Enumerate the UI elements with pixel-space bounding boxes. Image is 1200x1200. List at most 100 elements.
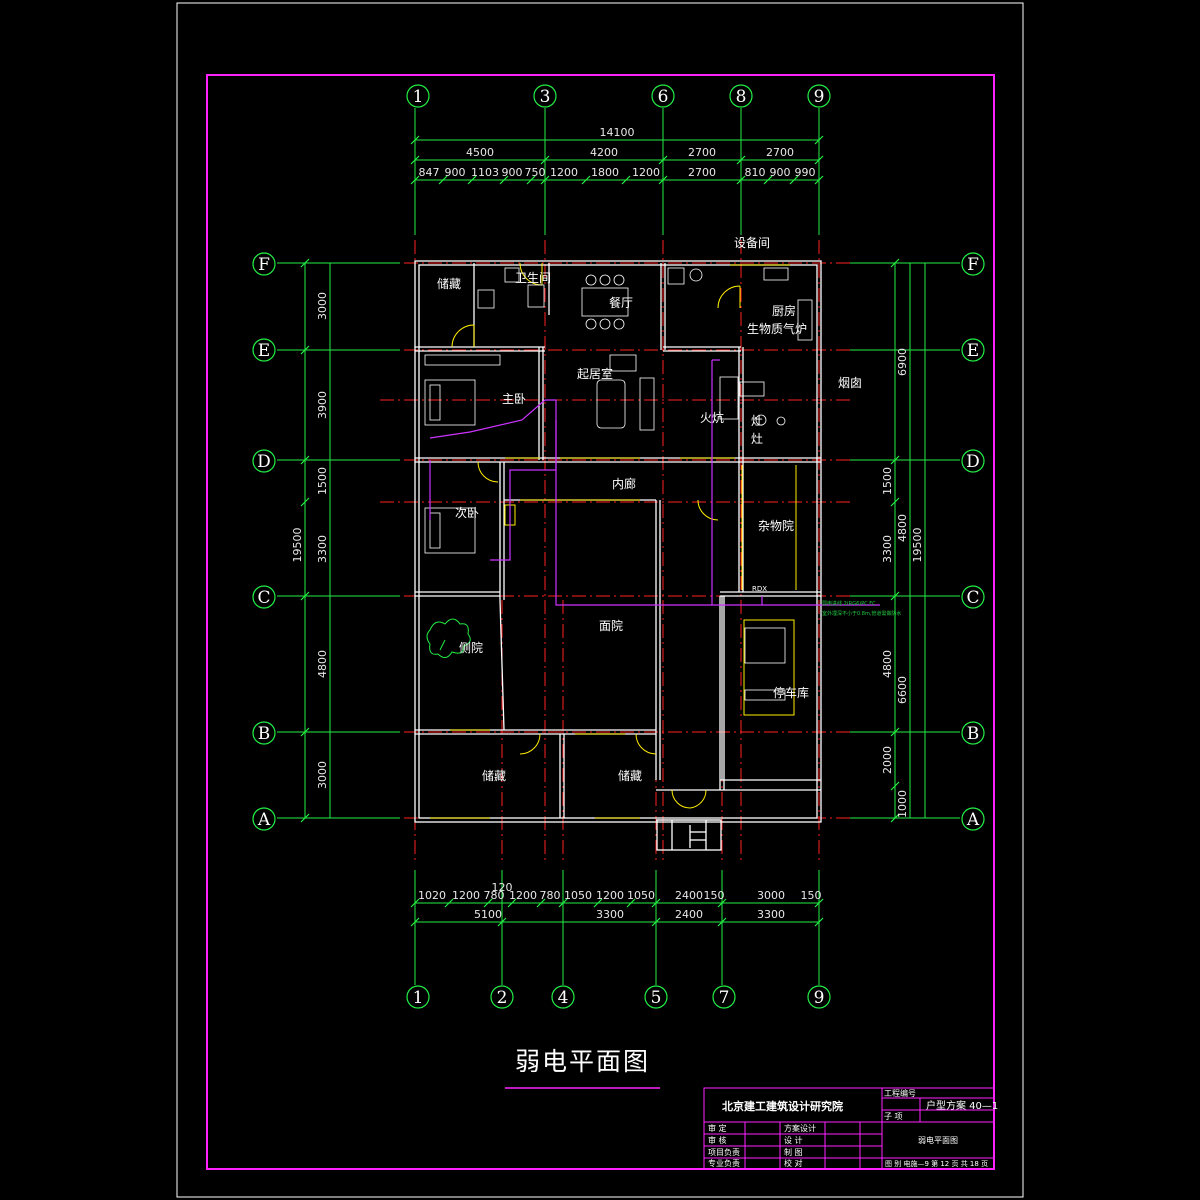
dim-text: 6600	[896, 676, 909, 704]
dim-text: 1200	[632, 166, 660, 179]
dim-top-tier2: 2700	[688, 146, 716, 159]
tb-row-col2: 设 计	[784, 1135, 803, 1145]
dim-text: 810	[745, 166, 766, 179]
axis-label-bottom: 7	[719, 988, 730, 1008]
dim-text: 3000	[757, 889, 785, 902]
axis-label-top: 8	[736, 87, 747, 107]
dim-text: 750	[525, 166, 546, 179]
axis-label-left: D	[257, 452, 271, 472]
dim-text: 4800	[316, 650, 329, 678]
subproject-label: 子 项	[884, 1112, 903, 1121]
dim-text: 2400	[675, 889, 703, 902]
dim-text: 150	[704, 889, 725, 902]
axis-label-bottom: 1	[413, 988, 424, 1008]
dim-text: 1200	[452, 889, 480, 902]
dim-text: 4800	[896, 514, 909, 542]
dim-text: 2400	[675, 908, 703, 921]
doors-windows	[430, 262, 797, 819]
label-kitchen: 厨房	[772, 303, 796, 318]
axis-bubbles-side	[252, 252, 985, 831]
dim-text-overall: 19500	[291, 528, 304, 563]
dim-right: 6900 1500 3300 4800 2000 1000 4800 6600 …	[881, 348, 924, 818]
dimension-ticks	[300, 135, 900, 927]
dim-top-overall: 14100	[600, 126, 635, 139]
label-living: 起居室	[577, 366, 613, 381]
dim-top-tier2: 2700	[766, 146, 794, 159]
label-dining: 餐厅	[609, 295, 633, 310]
dim-text: 1000	[896, 790, 909, 818]
drawing-title: 弱电平面图	[515, 1047, 650, 1076]
axis-label-right: A	[966, 810, 980, 830]
dim-text-overall: 19500	[911, 528, 924, 563]
dim-text: 5100	[474, 908, 502, 921]
dim-text: 2000	[881, 746, 894, 774]
dim-text: 3000	[316, 761, 329, 789]
dim-bottom-tier2: 5100 3300 2400 3300	[474, 908, 785, 921]
axis-label-bottom: 2	[497, 988, 508, 1008]
scheme-label: 户型方案 40—1	[926, 1099, 998, 1112]
axis-label-bottom: 4	[558, 988, 569, 1008]
dim-text: 3000	[316, 292, 329, 320]
axis-label-bottom: 5	[651, 988, 662, 1008]
walls	[414, 260, 822, 851]
dim-top-tier2: 4500	[466, 146, 494, 159]
dim-text: 3900	[316, 391, 329, 419]
label-storage-s1: 储藏	[482, 768, 506, 783]
dim-text: 900	[770, 166, 791, 179]
distribution-box-label: RDX	[752, 585, 767, 593]
title-block-rows: 审 定 方案设计 审 核 设 计 项目负责 制 图 专业负责 校 对	[708, 1123, 816, 1168]
dim-text: 3300	[881, 535, 894, 563]
label-kang: 火炕	[700, 410, 724, 425]
dim-text: 1200	[596, 889, 624, 902]
label-courtyard: 面院	[599, 619, 623, 633]
axis-label-top: 6	[658, 87, 669, 107]
axis-label-left: F	[258, 255, 270, 275]
dim-text: 4800	[881, 650, 894, 678]
label-utility-yard: 杂物院	[758, 519, 794, 533]
title-block	[703, 1087, 995, 1170]
tb-row-col2: 方案设计	[784, 1123, 816, 1133]
dim-text: 3300	[316, 535, 329, 563]
tb-row-label: 审 核	[708, 1135, 727, 1145]
room-labels: 储藏 卫生间 餐厅 设备间 厨房 生物质气炉 起居室 主卧 火炕 烟囱 灶 灶 …	[437, 236, 862, 783]
dim-text: 1200	[509, 889, 537, 902]
dim-text: 1500	[316, 467, 329, 495]
tb-row-col2: 校 对	[784, 1158, 803, 1168]
drawing-frame	[206, 74, 995, 1170]
tree-symbol	[426, 618, 471, 658]
axis-bubbles-top	[406, 84, 831, 108]
dim-text: 150	[801, 889, 822, 902]
label-storage-nw: 储藏	[437, 276, 461, 291]
label-chimney: 烟囱	[838, 376, 862, 390]
furniture	[424, 267, 813, 701]
axis-label-left: A	[257, 810, 271, 830]
axis-label-left: B	[258, 724, 271, 744]
dim-text: 1200	[550, 166, 578, 179]
sheet-border	[176, 2, 1024, 1198]
axis-label-left: E	[258, 341, 270, 361]
axis-label-right: E	[967, 341, 979, 361]
axis-label-right: D	[966, 452, 980, 472]
dim-text: 6900	[896, 348, 909, 376]
dim-text: 780	[540, 889, 561, 902]
weak-current-wiring	[429, 359, 880, 606]
label-second-bed: 次卧	[455, 506, 479, 520]
label-equipment: 设备间	[734, 236, 770, 250]
dim-text: 900	[502, 166, 523, 179]
label-biogas: 生物质气炉	[747, 321, 807, 336]
dim-text: 990	[795, 166, 816, 179]
dim-text: 1050	[627, 889, 655, 902]
axis-label-top: 9	[814, 87, 825, 107]
label-garage: 停车库	[773, 685, 809, 700]
label-corridor: 内廊	[612, 476, 636, 491]
dim-bottom-tier1: 1020 1200 780 1200 780 1050 1200 1050 24…	[418, 881, 822, 902]
label-master-bed: 主卧	[502, 392, 526, 406]
label-stove: 灶	[751, 414, 763, 428]
dim-text: 1050	[564, 889, 592, 902]
axis-label-top: 1	[413, 87, 424, 107]
sheet-footer: 图 别 电施—9 第 12 页 共 18 页	[885, 1159, 988, 1168]
dim-left: 3000 3900 1500 3300 4800 3000 19500	[291, 292, 329, 789]
dim-text: 1500	[881, 467, 894, 495]
dim-text: 1020	[418, 889, 446, 902]
